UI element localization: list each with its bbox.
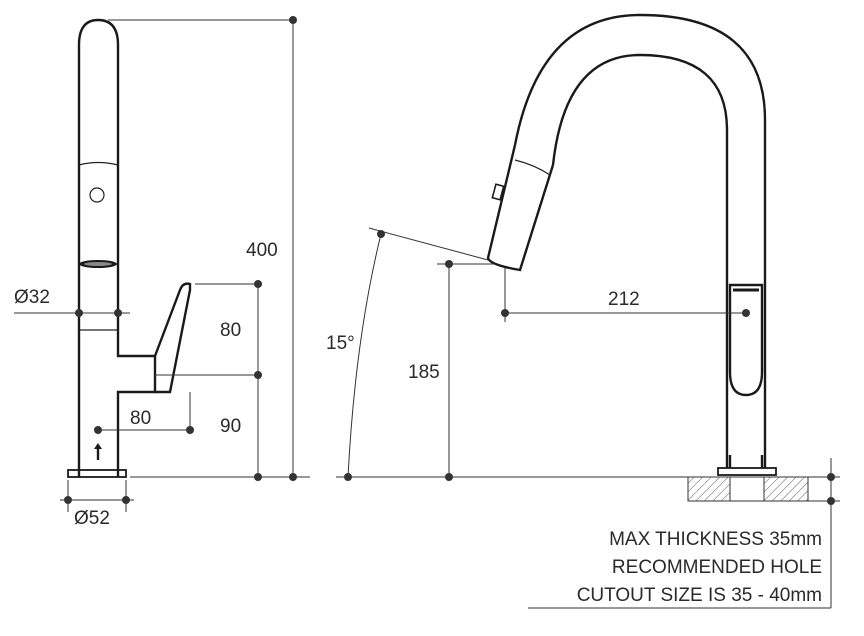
inlet-arrow-icon — [94, 443, 102, 449]
label-spout-reach: 212 — [608, 289, 640, 310]
base-plate — [67, 469, 127, 478]
head-joint — [514, 159, 551, 176]
side-view-handle — [153, 282, 192, 394]
front-handle — [728, 283, 764, 397]
label-spout-height: 185 — [408, 362, 440, 383]
note-line-2: RECOMMENDED HOLE — [612, 557, 822, 578]
label-pipe-diameter: Ø32 — [14, 287, 50, 308]
side-view: 400 Ø32 80 90 80 Ø52 — [14, 16, 310, 529]
label-spray-angle: 15° — [326, 333, 355, 354]
gooseneck-outer — [513, 13, 767, 468]
note-line-1: MAX THICKNESS 35mm — [609, 529, 822, 550]
label-base-diameter: Ø52 — [74, 508, 110, 529]
front-base-plate — [717, 467, 777, 476]
label-handle-base-height: 90 — [220, 416, 241, 437]
label-handle-reach: 80 — [130, 408, 151, 429]
spray-angle-line — [368, 227, 489, 261]
angle-arc — [347, 233, 382, 478]
gooseneck-inner — [551, 53, 729, 468]
cutout-hole — [729, 476, 765, 502]
label-handle-height: 80 — [220, 320, 241, 341]
button-icon — [89, 187, 105, 203]
pullout-joint — [78, 161, 119, 166]
side-view-lower-body — [116, 330, 157, 477]
pullout-head — [486, 144, 555, 272]
head-button-icon — [491, 183, 505, 201]
side-view-body-outline — [77, 18, 120, 477]
front-view: 15° 185 212 MAX THICKNESS 35mm RECOMMEND… — [326, 13, 840, 609]
note-line-3: CUTOUT SIZE IS 35 - 40mm — [577, 585, 822, 606]
label-height-total: 400 — [246, 240, 278, 261]
